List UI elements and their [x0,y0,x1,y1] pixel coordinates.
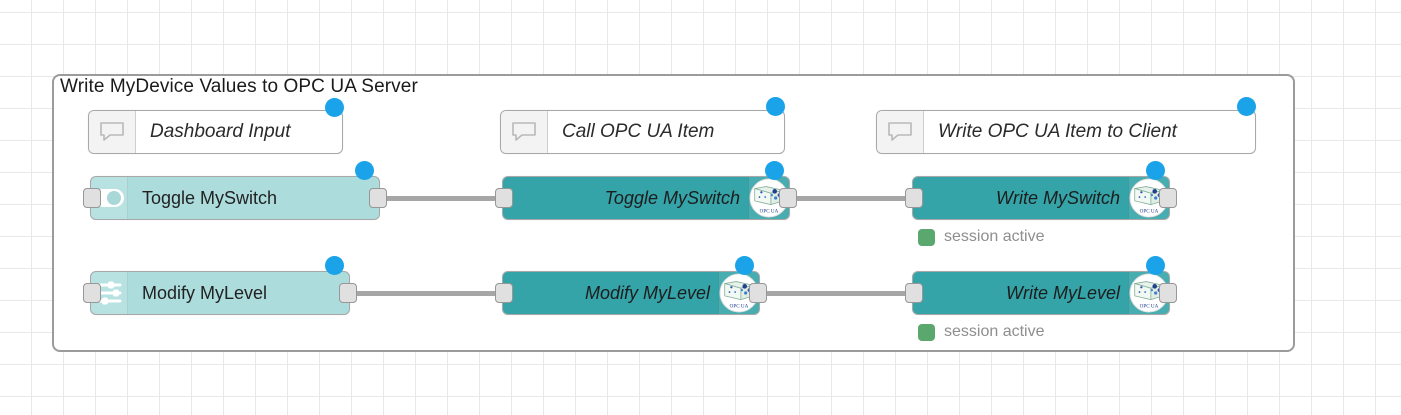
status-indicator-dot [918,323,935,341]
opc-ua-badge-caption: OPC UA [1140,208,1159,214]
node-output-port[interactable] [749,283,767,303]
comment-node-write-opc-ua-item-to-client[interactable]: Write OPC UA Item to Client [876,110,1256,154]
comment-bubble-icon [501,111,548,153]
status-label: session active [944,323,1045,340]
opc-ua-badge-caption: OPC UA [1140,303,1159,309]
comment-label: Dashboard Input [150,121,291,142]
node-output-port[interactable] [1159,188,1177,208]
wire-toggle-source-to-middle [375,196,503,201]
comment-bubble-icon [877,111,924,153]
node-toggle-myswitch-source[interactable]: Toggle MySwitch [83,176,387,220]
selection-handle-dot[interactable] [325,256,344,275]
node-modify-mylevel-source[interactable]: Modify MyLevel [83,271,357,315]
selection-handle-dot[interactable] [766,97,785,116]
node-label: Write MySwitch [995,187,1120,208]
selection-handle-dot[interactable] [735,256,754,275]
node-status-write-mylevel: session active [918,323,1045,341]
wire-modify-middle-to-target [755,291,913,296]
node-input-port[interactable] [83,188,101,208]
node-output-port[interactable] [1159,283,1177,303]
node-input-port[interactable] [905,188,923,208]
group-label: Write MyDevice Values to OPC UA Server [60,76,418,97]
status-label: session active [944,228,1045,245]
node-input-port[interactable] [495,188,513,208]
comment-bubble-icon [89,111,136,153]
selection-handle-dot[interactable] [1146,256,1165,275]
comment-node-call-opc-ua-item[interactable]: Call OPC UA Item [500,110,785,154]
comment-label: Call OPC UA Item [562,121,715,142]
node-modify-mylevel-opcua-item[interactable]: Modify MyLevel OPC UA [495,271,767,315]
node-input-port[interactable] [83,283,101,303]
node-output-port[interactable] [339,283,357,303]
node-label: Toggle MySwitch [604,187,740,208]
node-label: Modify MyLevel [142,282,268,303]
opc-ua-badge-caption: OPC UA [760,208,779,214]
wire-modify-source-to-middle [345,291,503,296]
node-input-port[interactable] [905,283,923,303]
selection-handle-dot[interactable] [765,161,784,180]
selection-handle-dot[interactable] [1146,161,1165,180]
node-label: Toggle MySwitch [142,187,278,208]
opc-ua-icon: OPC UA [718,272,759,314]
node-toggle-myswitch-opcua-item[interactable]: Toggle MySwitch OPC UA [495,176,797,220]
comment-node-dashboard-input[interactable]: Dashboard Input [88,110,343,154]
toggle-switch-icon [91,177,128,219]
selection-handle-dot[interactable] [325,98,344,117]
selection-handle-dot[interactable] [1237,97,1256,116]
node-write-mylevel[interactable]: Write MyLevel OPC UA [905,271,1177,315]
wire-toggle-middle-to-target [784,196,912,201]
opc-ua-badge-caption: OPC UA [730,303,749,309]
node-label: Modify MyLevel [584,282,710,303]
comment-label: Write OPC UA Item to Client [938,121,1177,142]
node-input-port[interactable] [495,283,513,303]
node-output-port[interactable] [369,188,387,208]
status-indicator-dot [918,228,935,246]
node-status-write-myswitch: session active [918,228,1045,246]
node-write-myswitch[interactable]: Write MySwitch OPC UA [905,176,1177,220]
node-output-port[interactable] [779,188,797,208]
selection-handle-dot[interactable] [355,161,374,180]
node-label: Write MyLevel [1005,282,1120,303]
opc-ua-icon: OPC UA [1128,272,1169,314]
